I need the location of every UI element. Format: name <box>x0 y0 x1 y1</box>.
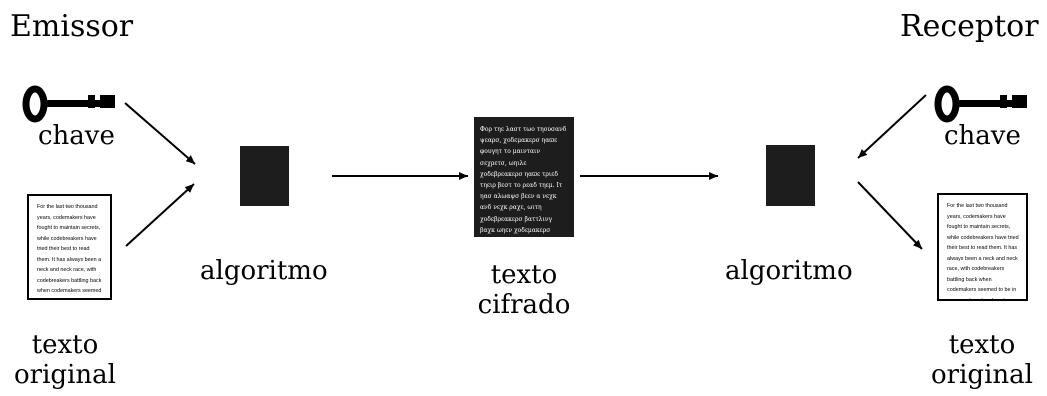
document-icon: For the last two thousand years, codemak… <box>937 193 1028 301</box>
sender-key-label: chave <box>38 121 115 151</box>
label-line: original <box>14 360 116 390</box>
ciphertext-content: Φορ τηε λαστ τωο τηουσανδ ψεαρσ, χοδεμακ… <box>480 126 567 234</box>
label-line: original <box>931 360 1033 390</box>
document-text: For the last two thousand years, codemak… <box>947 203 1019 301</box>
sender-doc-label: texto original <box>0 330 130 390</box>
ciphertext-box: Φορ τηε λαστ τωο τηουσανδ ψεαρσ, χοδεμακ… <box>474 117 574 237</box>
arrow-key-to-algorithm-right <box>857 94 927 159</box>
key-icon <box>934 85 1027 123</box>
document-icon: For the last two thousand years, codemak… <box>27 194 112 300</box>
algorithm-left-label: algoritmo <box>200 256 328 286</box>
receiver-key-label: chave <box>944 121 1021 151</box>
receiver-doc-label: texto original <box>917 330 1047 390</box>
algorithm-right-label: algoritmo <box>725 256 853 286</box>
label-line: texto <box>490 260 558 290</box>
sender-title: Emissor <box>10 9 134 44</box>
label-line: cifrado <box>477 290 571 320</box>
arrow-algorithm-to-text <box>857 181 923 250</box>
arrow-text-to-algorithm <box>125 183 195 247</box>
label-line: texto <box>948 330 1016 360</box>
algorithm-block-left <box>240 146 289 206</box>
document-text: For the last two thousand years, codemak… <box>37 204 102 294</box>
receiver-title: Receptor <box>900 9 1039 44</box>
ciphertext-label: texto cifrado <box>449 260 599 320</box>
key-icon <box>22 85 115 123</box>
algorithm-block-right <box>766 145 815 206</box>
arrow-key-to-algorithm <box>124 102 196 165</box>
label-line: texto <box>31 330 99 360</box>
